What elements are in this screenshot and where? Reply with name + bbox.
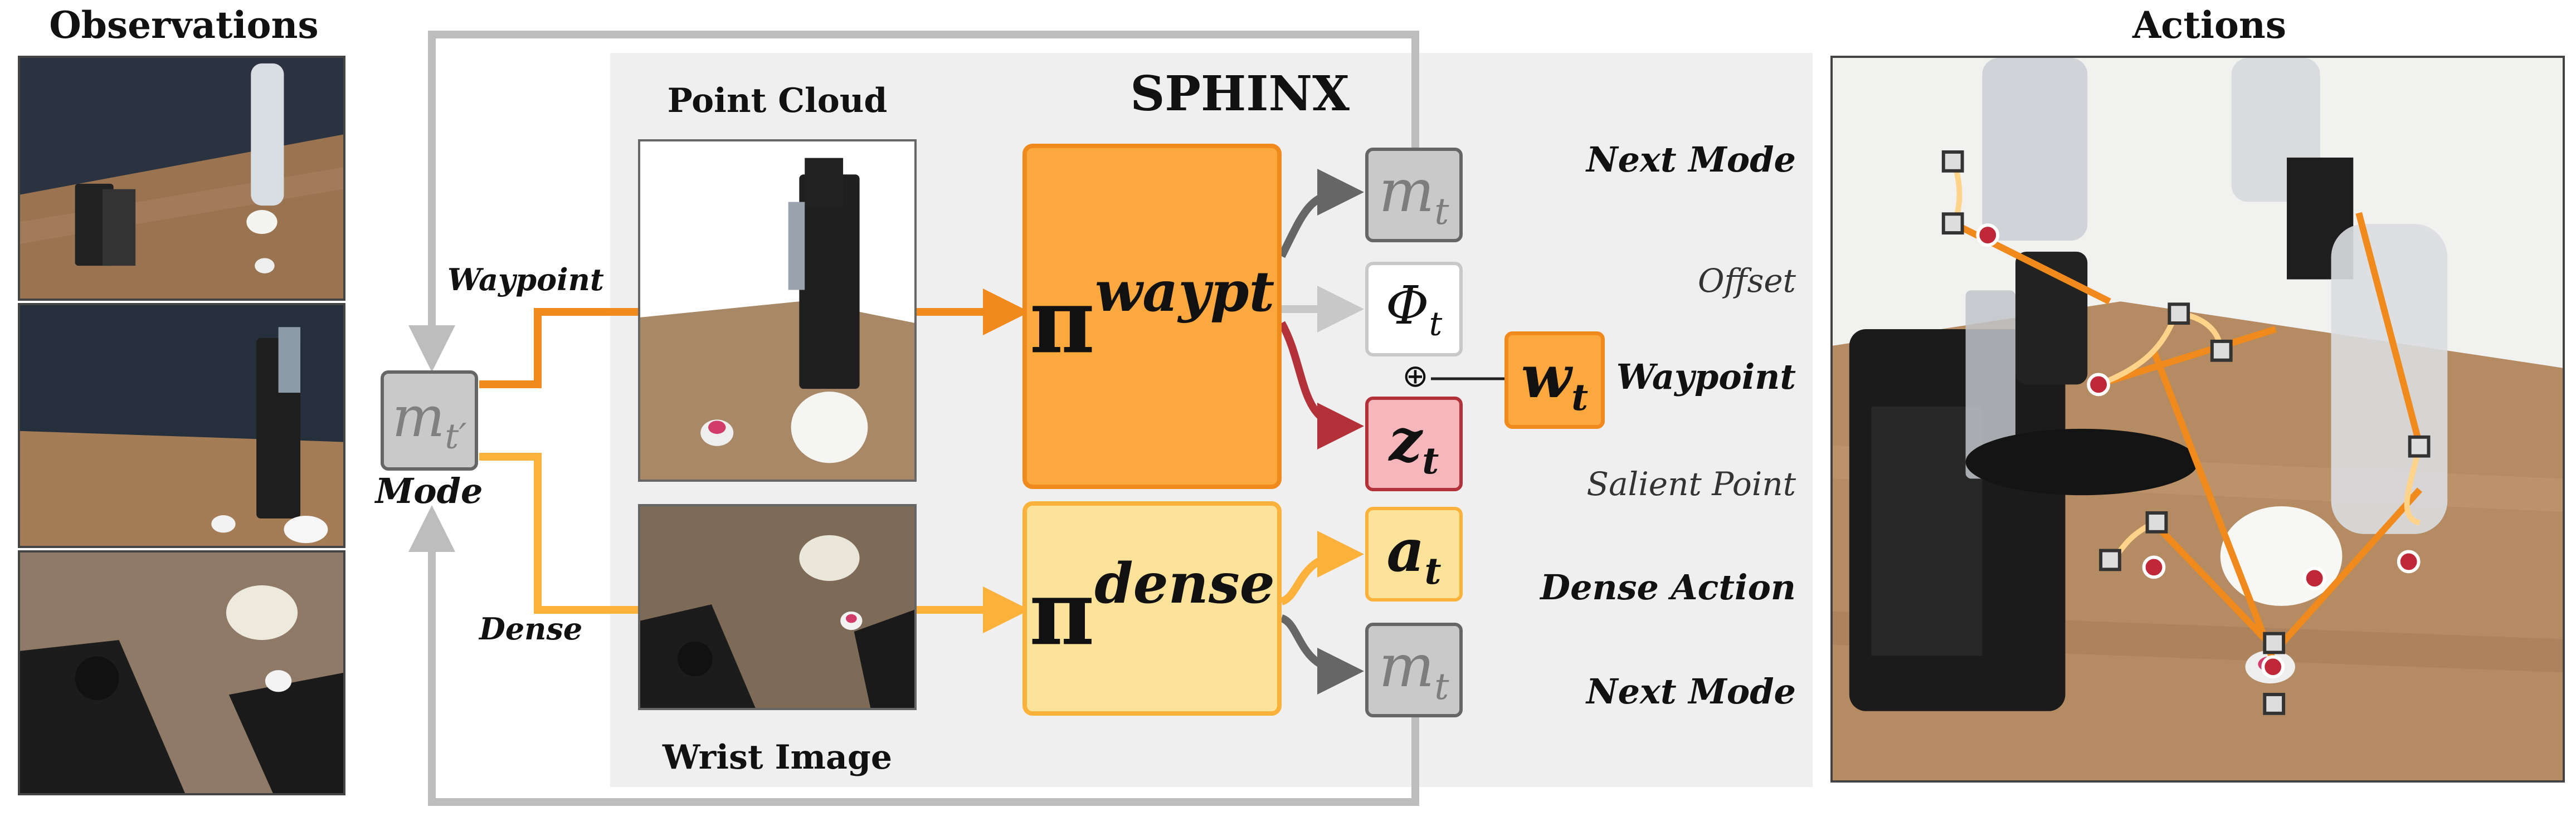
branch-label-dense: Dense	[479, 611, 583, 647]
output-next-mode-bottom-box: mt	[1365, 623, 1463, 717]
policy-dense-symbol: πdense	[1029, 551, 1275, 666]
output-next-mode-top-box: mt	[1365, 148, 1463, 242]
label-waypoint: Waypoint	[1616, 356, 1796, 397]
label-dense-action: Dense Action	[1540, 567, 1796, 608]
label-next-mode-bottom: Next Mode	[1586, 671, 1796, 712]
label-next-mode-top: Next Mode	[1586, 139, 1796, 180]
observations-title: Observations	[49, 3, 319, 47]
observation-image-wrist	[18, 550, 345, 795]
output-offset-box: Φt	[1365, 262, 1463, 356]
oplus-symbol: ⊕	[1400, 361, 1431, 392]
label-offset: Offset	[1697, 262, 1796, 300]
mode-label: Mode	[375, 471, 483, 511]
wrist-image-label: Wrist Image	[662, 738, 893, 777]
mode-symbol: mt′	[392, 384, 467, 457]
actions-image	[1830, 56, 2565, 783]
sphinx-title: SPHINX	[1130, 66, 1350, 122]
wrist-image	[638, 504, 917, 710]
actions-title: Actions	[2132, 3, 2287, 47]
label-salient-point: Salient Point	[1586, 465, 1796, 503]
observation-image-side	[18, 303, 345, 548]
output-dense-action-box: at	[1365, 507, 1463, 602]
policy-waypoint-symbol: πwaypt	[1029, 259, 1275, 374]
point-cloud-label: Point Cloud	[667, 81, 888, 120]
output-salient-box: zt	[1365, 397, 1463, 491]
branch-label-waypoint: Waypoint	[447, 262, 604, 297]
point-cloud-image	[638, 139, 917, 482]
policy-dense-box: πdense	[1022, 501, 1282, 716]
observation-image-kitchen	[18, 56, 345, 301]
output-waypoint-box: wt	[1504, 331, 1605, 429]
mode-box: mt′	[381, 370, 478, 471]
policy-waypoint-box: πwaypt	[1022, 144, 1282, 489]
